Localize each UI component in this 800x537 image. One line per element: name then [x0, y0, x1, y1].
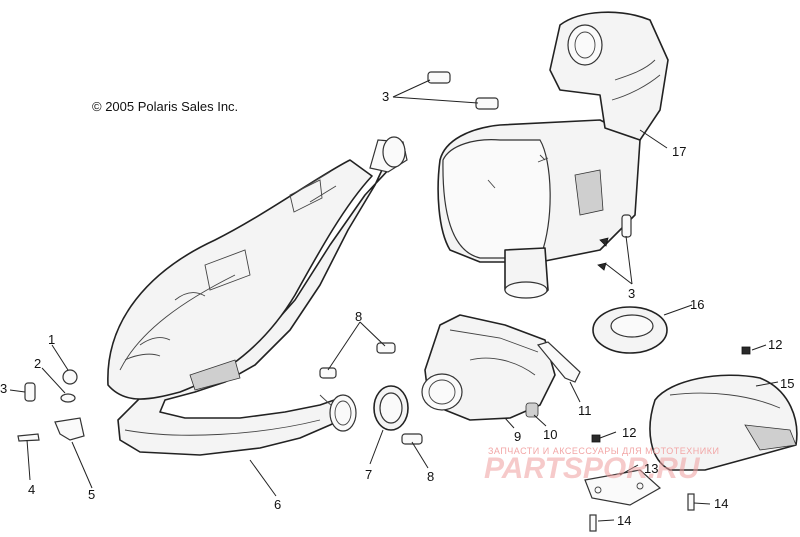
spacer — [525, 402, 539, 418]
callout-3: 3 — [0, 381, 8, 396]
callout-10: 10 — [543, 427, 558, 442]
mount-bracket — [584, 469, 662, 506]
watermark-subtitle: ЗАПЧАСТИ И АКСЕССУАРЫ ДЛЯ МОТОТЕХНИКИ — [488, 446, 720, 456]
watermark-logo: PARTSPOR.RU — [484, 452, 701, 485]
callout-6: 6 — [274, 497, 282, 512]
svg-text:PARTSPOR.RU: PARTSPOR.RU — [484, 452, 701, 485]
spring-3-left — [24, 382, 36, 402]
callout-4: 4 — [28, 482, 36, 497]
callout-14: 14 — [617, 513, 632, 528]
grommet-1 — [62, 369, 78, 385]
callout-3: 3 — [382, 89, 390, 104]
spring-3c — [597, 214, 632, 271]
callout-17: 17 — [672, 144, 687, 159]
copyright-notice: © 2005 Polaris Sales Inc. — [92, 99, 239, 114]
spring-8a — [319, 367, 337, 379]
expansion-chamber-pipe — [107, 136, 408, 456]
callout-9: 9 — [514, 429, 522, 444]
callout-16: 16 — [690, 297, 705, 312]
spring-3b — [475, 97, 499, 110]
nut-12a — [741, 346, 751, 355]
callout-8: 8 — [427, 469, 435, 484]
callout-3: 3 — [628, 286, 636, 301]
callout-13: 13 — [644, 461, 659, 476]
exhaust-manifold — [421, 314, 556, 421]
bolt-14a — [589, 514, 597, 532]
heat-shield — [649, 374, 798, 471]
manifold-gasket — [536, 341, 581, 383]
callout-2: 2 — [34, 356, 42, 371]
spring-8b — [376, 342, 396, 354]
muffler-gasket — [592, 306, 668, 354]
bracket-5 — [54, 417, 85, 441]
callout-14: 14 — [714, 496, 729, 511]
callout-15: 15 — [780, 376, 795, 391]
callout-1: 1 — [48, 332, 56, 347]
washer-2 — [60, 393, 76, 403]
nut-12b — [591, 434, 601, 443]
muffler-silencer — [437, 11, 669, 299]
callout-7: 7 — [365, 467, 373, 482]
leader-lines — [9, 79, 779, 522]
spring-3a — [427, 71, 451, 84]
coupler-ring — [373, 385, 409, 431]
callout-12: 12 — [622, 425, 637, 440]
bolt-4 — [17, 433, 40, 442]
callout-11: 11 — [578, 403, 592, 418]
callout-8: 8 — [355, 309, 363, 324]
callout-12: 12 — [768, 337, 783, 352]
callout-5: 5 — [88, 487, 96, 502]
spring-8c — [401, 433, 423, 445]
bolt-14b — [687, 493, 695, 511]
